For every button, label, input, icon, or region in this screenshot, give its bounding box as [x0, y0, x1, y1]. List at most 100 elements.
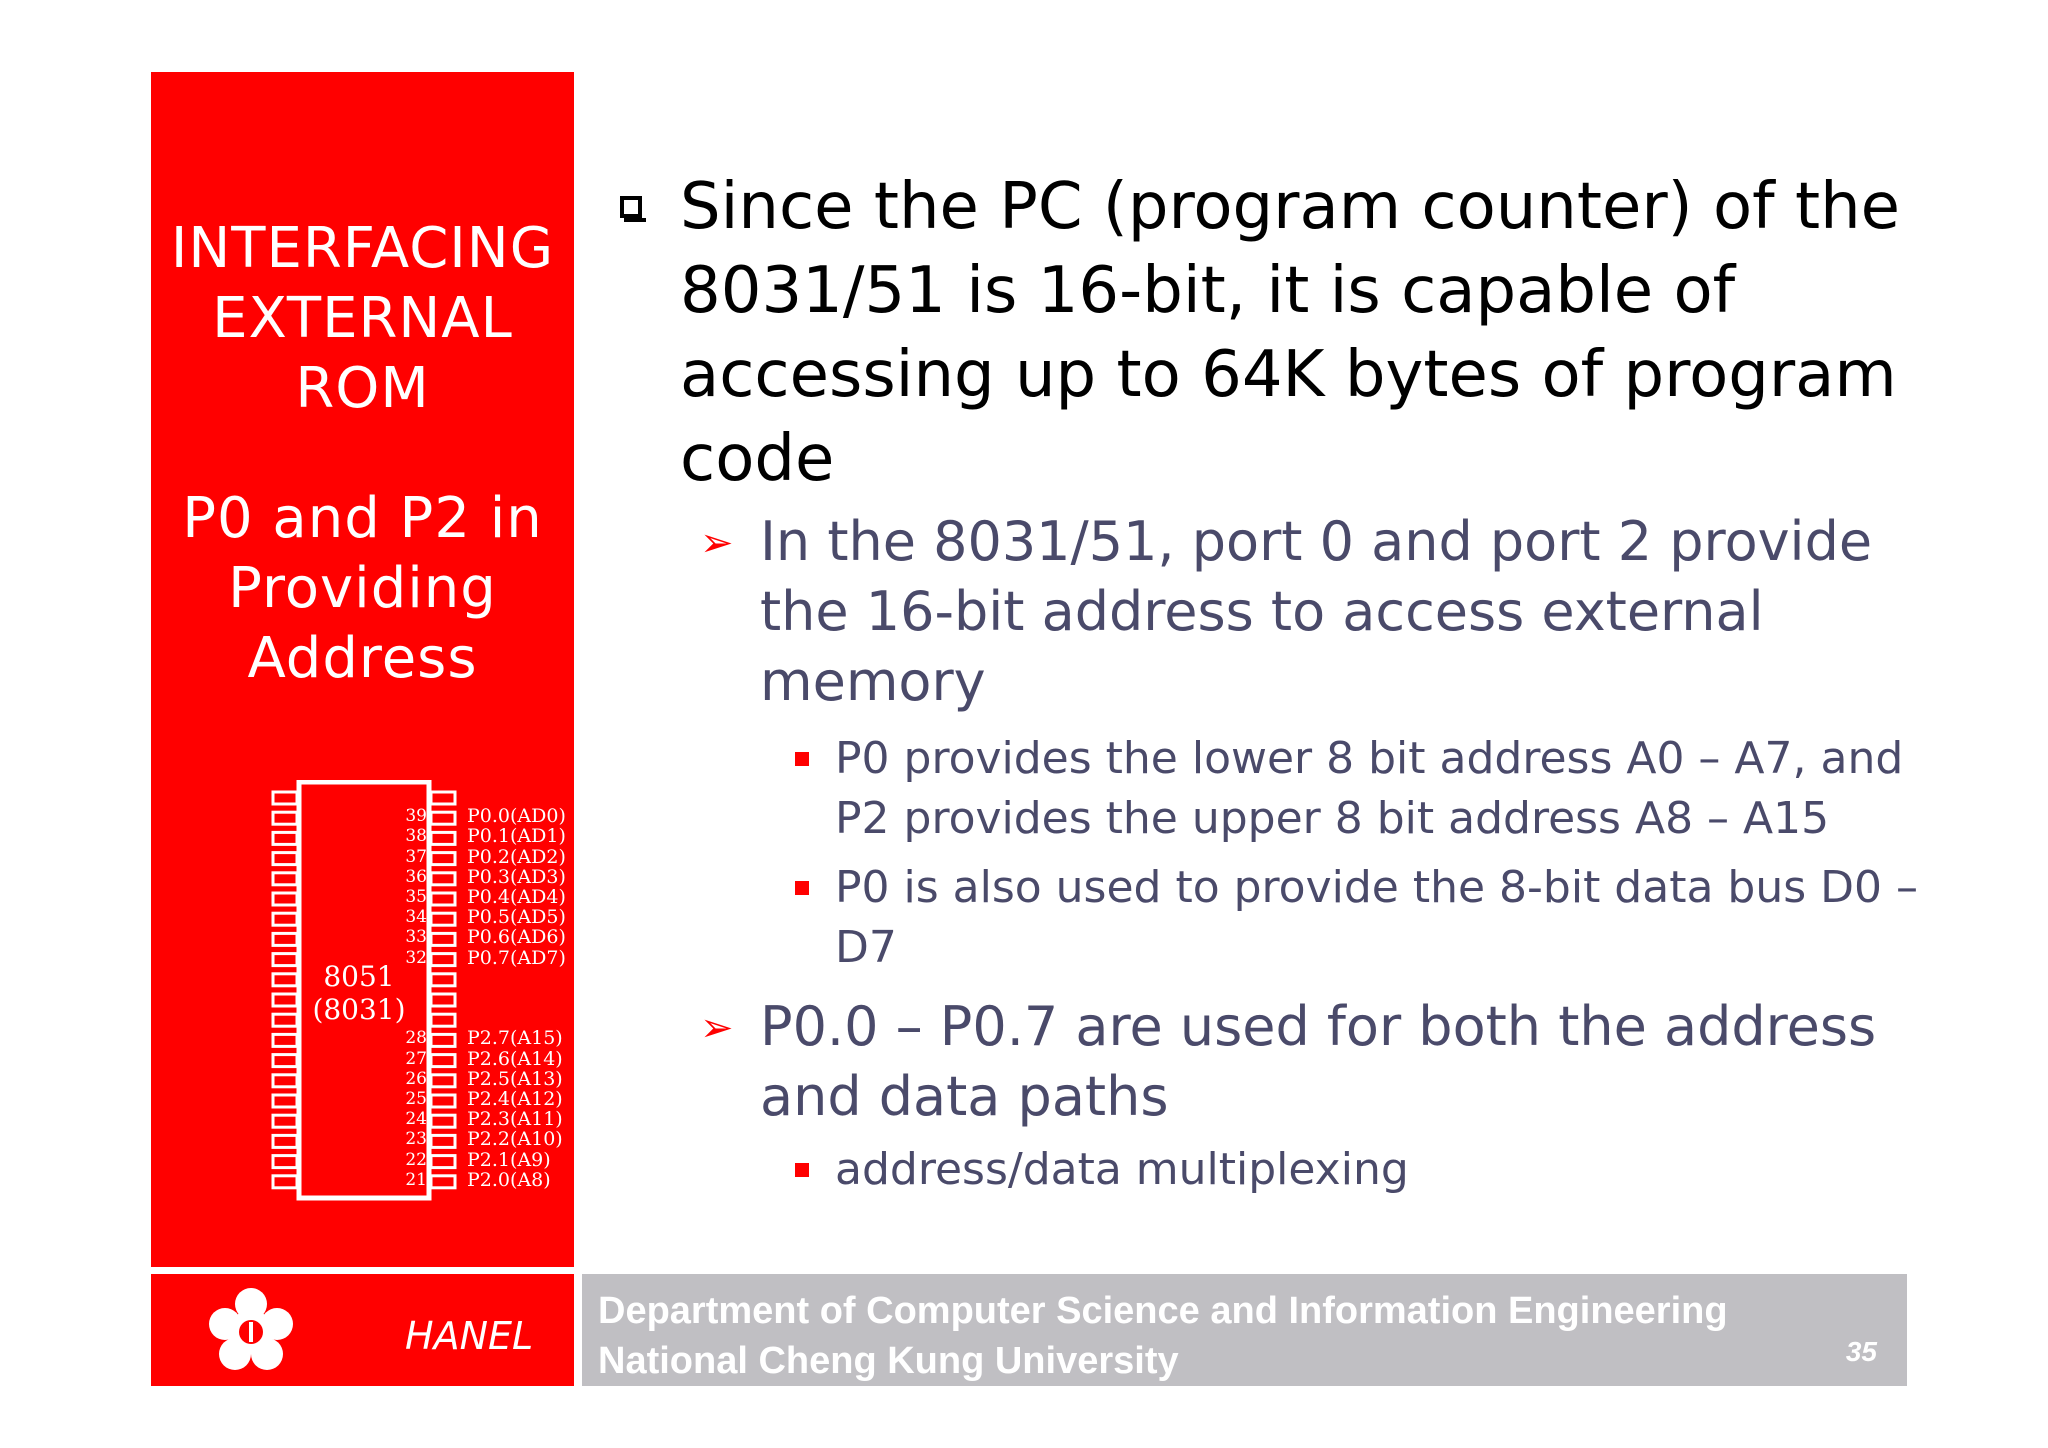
pin-label: P0.7(AD7) [467, 946, 566, 969]
chip-name: 8051 (8031) [299, 960, 419, 1026]
chip-pin [271, 1012, 299, 1028]
pin-label: P2.7(A15) [467, 1027, 563, 1050]
pin-number: 36 [405, 866, 427, 887]
footer-department-panel: Department of Computer Science and Infor… [582, 1274, 1907, 1386]
chip-pin [271, 992, 299, 1008]
chip-pin [271, 1032, 299, 1048]
pin-label: P0.4(AD4) [467, 886, 566, 908]
bullet-sub-2: P0.0 – P0.7 are used for both the addres… [760, 995, 1877, 1128]
chip-pin [271, 790, 299, 806]
pin-label: P0.5(AD5) [467, 906, 566, 929]
chip-pin [271, 830, 299, 846]
pin-label: P0.3(AD3) [467, 865, 566, 888]
section-subtitle: P0 and P2 in Providing Address [151, 484, 574, 694]
chip-pin [271, 931, 299, 947]
chip-pin [429, 891, 457, 907]
pin-label: P2.4(A12) [467, 1088, 563, 1110]
square-bullet-icon [795, 1163, 809, 1177]
pin-label: P2.1(A9) [467, 1148, 551, 1171]
chip-pin [271, 1073, 299, 1089]
section-title: INTERFACING EXTERNAL ROM [151, 214, 574, 424]
chip-pin [429, 911, 457, 927]
chip-pin [429, 992, 457, 1008]
pin-label: P0.2(AD2) [467, 845, 566, 868]
pin-label: P0.0(AD0) [467, 805, 566, 828]
pin-label: P2.5(A13) [467, 1067, 563, 1090]
pin-label: P2.2(A10) [467, 1128, 563, 1151]
square-bullet-icon [620, 196, 646, 222]
chip-pin [271, 952, 299, 968]
pin-label: P0.6(AD6) [467, 926, 566, 949]
square-bullet-icon [795, 881, 809, 895]
pin-label: P0.1(AD1) [467, 825, 566, 848]
square-bullet-icon [795, 752, 809, 766]
pin-number: 32 [405, 947, 427, 968]
pin-label: P2.0(A8) [467, 1168, 551, 1191]
chip-pin [271, 851, 299, 867]
chip-pin [429, 1174, 457, 1190]
pin-number: 37 [405, 846, 427, 867]
chip-pin [271, 891, 299, 907]
chip-pin [429, 972, 457, 988]
chip-pin [429, 1073, 457, 1089]
section-title-line: ROM [295, 356, 430, 421]
chip-pin [429, 1133, 457, 1149]
footer-author-panel: HANEL [151, 1274, 574, 1386]
chip-pin [271, 871, 299, 887]
section-subtitle-line: P0 and P2 in [182, 486, 543, 551]
chip-pin [429, 790, 457, 806]
pin-number: 23 [405, 1129, 427, 1150]
section-subtitle-line: Address [247, 626, 478, 691]
pin-number: 24 [405, 1109, 427, 1130]
chip-pin [271, 1093, 299, 1109]
chip-pin [429, 931, 457, 947]
chip-pin [429, 810, 457, 826]
chip-name-line: 8051 [323, 960, 395, 993]
university-logo-icon [209, 1288, 293, 1370]
slide-content: Since the PC (program counter) of the 80… [620, 170, 1918, 1195]
bullet-sub-1: In the 8031/51, port 0 and port 2 provid… [760, 510, 1873, 713]
bullet-sub-1-2: P0 is also used to provide the 8-bit dat… [835, 862, 1918, 973]
chip-name-line: (8031) [312, 993, 406, 1026]
section-subtitle-line: Providing [228, 556, 497, 621]
bullet-sub-1-1: P0 provides the lower 8 bit address A0 –… [835, 733, 1904, 844]
sidebar-panel: INTERFACING EXTERNAL ROM P0 and P2 in Pr… [151, 72, 574, 1267]
chip-pin [271, 810, 299, 826]
pin-number: 38 [405, 826, 427, 847]
chip-pin [271, 1154, 299, 1170]
chip-pin [429, 952, 457, 968]
chip-pin [271, 1113, 299, 1129]
chip-diagram: 8051 (8031) 39 P0.0(AD0) 38 P0.1(AD1) 37 P0.2… [151, 780, 574, 1220]
chip-pin [429, 1053, 457, 1069]
chip-pin [429, 871, 457, 887]
chip-pin [429, 1093, 457, 1109]
university-line: National Cheng Kung University [598, 1340, 1179, 1382]
bullet-main: Since the PC (program counter) of the 80… [680, 170, 1900, 496]
pin-number: 35 [405, 887, 427, 907]
arrow-bullet-icon: ➢ [700, 1005, 734, 1051]
chip-pin [429, 1012, 457, 1028]
department-line: Department of Computer Science and Infor… [598, 1290, 1728, 1332]
chip-pin [429, 1113, 457, 1129]
chip-outline [271, 780, 457, 1201]
chip-pin [271, 1133, 299, 1149]
pin-number: 34 [405, 907, 427, 928]
author-name: HANEL [405, 1314, 534, 1358]
pin-number: 26 [405, 1068, 427, 1089]
chip-pin [271, 972, 299, 988]
pin-number: 21 [405, 1169, 427, 1190]
chip-pin [271, 911, 299, 927]
department-name: Department of Computer Science and Infor… [598, 1286, 1728, 1386]
chip-pin [429, 1032, 457, 1048]
pin-number: 22 [405, 1149, 427, 1170]
pin-number: 39 [405, 806, 427, 827]
pin-label: P2.3(A11) [467, 1108, 563, 1131]
pin-number: 25 [405, 1089, 427, 1109]
bullet-sub-2-1: address/data multiplexing [835, 1144, 1409, 1195]
pin-number: 27 [405, 1048, 427, 1069]
pin-number: 28 [405, 1028, 427, 1049]
page-number: 35 [1845, 1336, 1877, 1367]
chip-pin [429, 851, 457, 867]
pin-label: P2.6(A14) [467, 1047, 563, 1070]
chip-pin [271, 1053, 299, 1069]
